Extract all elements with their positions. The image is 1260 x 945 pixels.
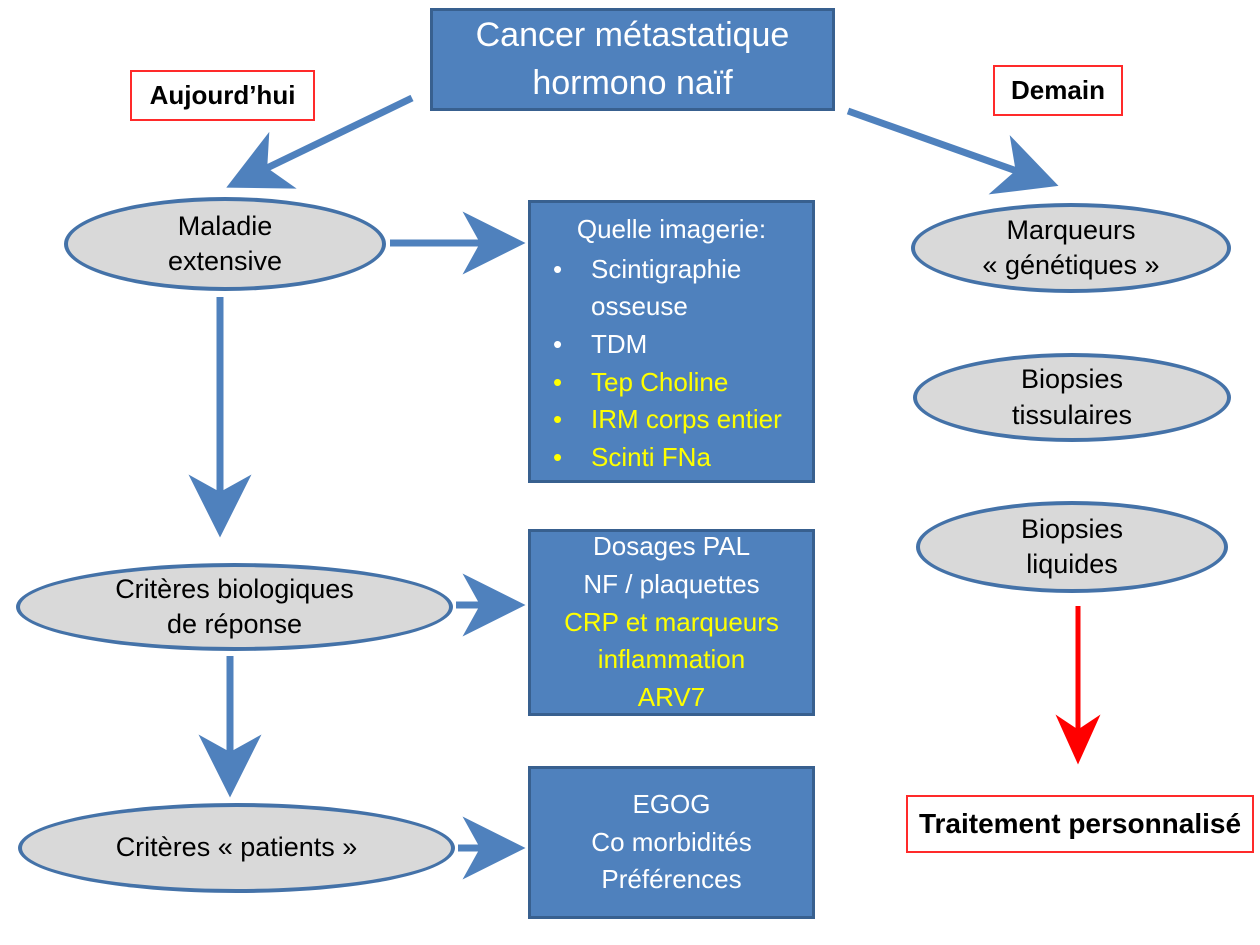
ellipse-criteres-patients: Critères « patients » xyxy=(18,803,455,893)
ellipse-marqueurs-line2: « génétiques » xyxy=(982,250,1160,280)
root-node-cancer-metastatique: Cancer métastatique hormono naïf xyxy=(430,8,835,111)
bullet-item-tep-choline: • Tep Choline xyxy=(541,364,802,402)
patient-line-preferences: Préférences xyxy=(601,864,742,895)
box-imagerie-heading: Quelle imagerie: xyxy=(576,214,767,244)
bullet-text: Scintigraphie osseuse xyxy=(591,253,742,322)
bullet-glyph: • xyxy=(553,329,563,360)
ellipse-maladie-line1: Maladie xyxy=(177,210,273,241)
bullet-glyph: • xyxy=(553,253,563,284)
bullet-item-scinti-fna: • Scinti FNa xyxy=(541,439,802,477)
patient-line-comorbidites: Co morbidités xyxy=(591,826,752,857)
ellipse-biopsies-liquides: Biopsies liquides xyxy=(916,501,1228,593)
bullet-glyph: • xyxy=(553,404,563,435)
root-node-line2: hormono naïf xyxy=(532,63,733,102)
bullet-text: TDM xyxy=(591,329,648,360)
ellipse-biopsies-tissulaires: Biopsies tissulaires xyxy=(913,353,1231,442)
label-aujourdhui-text: Aujourd’hui xyxy=(149,80,296,110)
ellipse-maladie-line2: extensive xyxy=(167,246,283,276)
root-node-line1: Cancer métastatique xyxy=(475,15,790,54)
arrow-root-to-demain-path xyxy=(846,107,1059,195)
ellipse-liquides-line2: liquides xyxy=(1026,549,1118,579)
bullet-item-tdm: • TDM xyxy=(541,326,802,364)
bullet-glyph: • xyxy=(553,442,563,473)
ellipse-marqueurs-genetiques: Marqueurs « génétiques » xyxy=(911,203,1231,293)
box-quelle-imagerie: Quelle imagerie: • Scintigraphie osseuse… xyxy=(528,200,815,483)
box-egog-criteres: EGOG Co morbidités Préférences xyxy=(528,766,815,919)
bullet-text: Scinti FNa xyxy=(591,442,711,473)
bio-line-nf: NF / plaquettes xyxy=(583,568,760,599)
bullet-item-irm: • IRM corps entier xyxy=(541,401,802,439)
ellipse-marqueurs-line1: Marqueurs xyxy=(1006,214,1136,245)
ellipse-maladie-extensive: Maladie extensive xyxy=(64,197,386,291)
ellipse-patients-line1: Critères « patients » xyxy=(115,832,358,863)
bio-line-arv7: ARV7 xyxy=(637,682,706,713)
outcome-text: Traitement personnalisé xyxy=(918,808,1242,839)
bullet-text: IRM corps entier xyxy=(591,404,782,435)
ellipse-liquides-line1: Biopsies xyxy=(1020,513,1124,544)
box-traitement-personnalise: Traitement personnalisé xyxy=(906,795,1254,853)
label-demain-text: Demain xyxy=(1011,75,1105,105)
label-demain: Demain xyxy=(993,65,1123,116)
ellipse-criteres-biologiques: Critères biologiques de réponse xyxy=(16,563,453,651)
label-aujourdhui: Aujourd’hui xyxy=(130,70,315,121)
bullet-glyph: • xyxy=(553,366,563,397)
bio-line-dosages: Dosages PAL xyxy=(592,531,751,562)
bullet-item-scintigraphie: • Scintigraphie osseuse xyxy=(541,251,802,326)
ellipse-bio-line2: de réponse xyxy=(166,609,303,639)
ellipse-bio-line1: Critères biologiques xyxy=(115,573,354,604)
ellipse-tissulaires-line2: tissulaires xyxy=(1011,399,1133,430)
bullet-text: Tep Choline xyxy=(591,366,729,397)
ellipse-tissulaires-line1: Biopsies xyxy=(1020,364,1124,395)
patient-line-egog: EGOG xyxy=(632,788,711,819)
box-dosages-biologie: Dosages PAL NF / plaquettes CRP et marqu… xyxy=(528,529,815,716)
bio-line-crp: CRP et marqueurs inflammation xyxy=(564,606,779,675)
